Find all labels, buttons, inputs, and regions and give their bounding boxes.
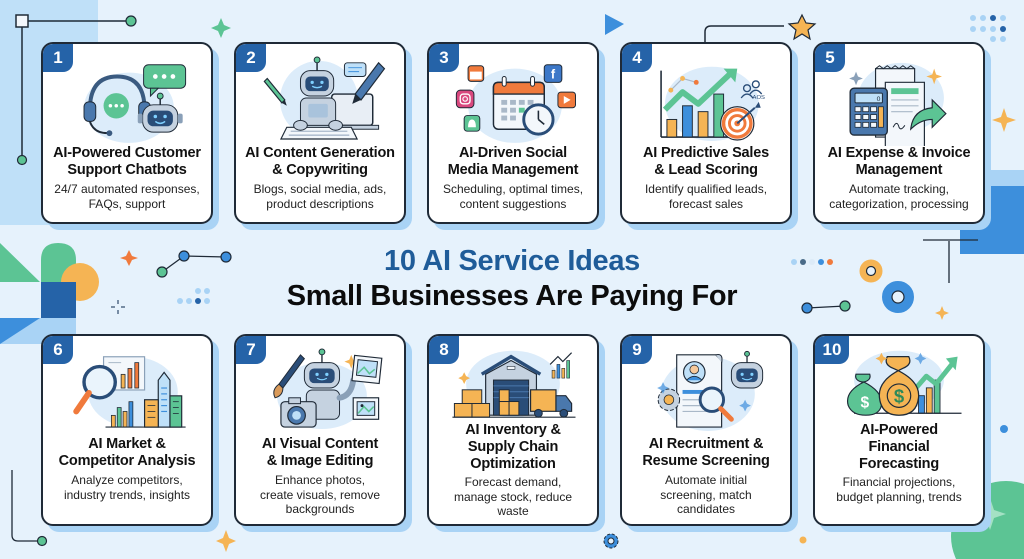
card-number-badge: 3 <box>429 44 459 72</box>
service-card-6: 6 <box>41 334 219 532</box>
card-number-badge: 9 <box>622 336 652 364</box>
svg-text:$: $ <box>860 394 869 411</box>
service-card-3: 3 f <box>427 42 605 230</box>
card-number-badge: 8 <box>429 336 459 364</box>
money-bags-growth-icon: $ $ <box>815 340 983 424</box>
card-description: 24/7 automated responses,FAQs, support <box>54 182 200 211</box>
card-number-badge: 7 <box>236 336 266 364</box>
card-title: AI Visual Content& Image Editing <box>261 436 379 469</box>
card-number-badge: 10 <box>815 336 849 364</box>
card-title: AI Recruitment &Resume Screening <box>642 436 770 469</box>
warehouse-truck-icon <box>429 340 597 424</box>
card-description: Financial projections,budget planning, t… <box>836 475 962 504</box>
headset-chatbot-icon <box>43 48 211 146</box>
growth-chart-target-icon: AOS <box>622 48 790 146</box>
headline: 10 AI Service Ideas Small Businesses Are… <box>0 244 1024 314</box>
card-number-badge: 1 <box>43 44 73 72</box>
magnifier-city-chart-icon <box>43 340 211 438</box>
card-title: AI Predictive Sales& Lead Scoring <box>643 145 769 178</box>
robot-writing-icon <box>236 48 404 146</box>
service-card-1: 1 A <box>41 42 219 230</box>
card-number-badge: 2 <box>236 44 266 72</box>
calendar-social-icon: f <box>429 48 597 146</box>
service-card-2: 2 <box>234 42 412 230</box>
service-card-4: 4 <box>620 42 798 230</box>
card-title: AI Market &Competitor Analysis <box>58 436 196 469</box>
calculator-receipt-icon: 0 <box>815 48 983 146</box>
svg-text:f: f <box>551 67 556 81</box>
card-title: AI Content Generation& Copywriting <box>245 145 395 178</box>
card-description: Scheduling, optimal times,content sugges… <box>442 182 584 211</box>
svg-text:$: $ <box>894 386 905 407</box>
card-description: Analyze competitors,industry trends, ins… <box>63 473 191 502</box>
service-card-7: 7 <box>234 334 412 532</box>
headline-title: 10 AI Service Ideas <box>383 245 640 277</box>
resume-magnifier-robot-icon <box>622 340 790 438</box>
svg-text:AOS: AOS <box>753 95 765 101</box>
card-number-badge: 5 <box>815 44 845 72</box>
svg-text:0: 0 <box>877 96 881 103</box>
service-card-9: 9 <box>620 334 798 532</box>
service-card-5: 5 0 <box>813 42 991 230</box>
card-description: Blogs, social media, ads,product descrip… <box>253 182 387 211</box>
card-number-badge: 6 <box>43 336 73 364</box>
card-number-badge: 4 <box>622 44 652 72</box>
robot-camera-brush-icon <box>236 340 404 438</box>
headline-subtitle: Small Businesses Are Paying For <box>286 280 738 312</box>
card-description: Automate tracking,categorization, proces… <box>829 182 969 211</box>
service-card-8: 8 <box>427 334 605 532</box>
card-description: Identify qualified leads,forecast sales <box>644 182 768 211</box>
